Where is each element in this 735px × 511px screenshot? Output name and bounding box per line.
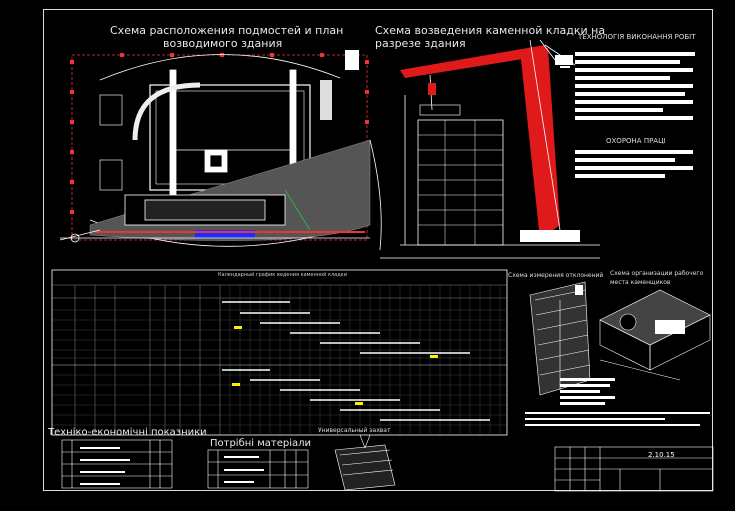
section-crane (369, 39, 600, 259)
title-block (554, 446, 714, 492)
schedule-title: Календарный график ведения каменной клад… (218, 272, 347, 278)
materials-table (207, 449, 309, 489)
site-plan (59, 50, 371, 247)
notes-block (525, 378, 710, 426)
workplace-title: Схема организации рабочего (610, 270, 704, 277)
workplace-scheme (599, 289, 711, 381)
tep-title: Техніко-економічні показники (48, 427, 207, 438)
schedule-highlights (232, 326, 438, 405)
grab-drawing (334, 434, 396, 491)
tep-table (61, 439, 173, 489)
drawing-frame (43, 9, 713, 491)
tech-text-block (560, 52, 695, 178)
tech-header: ТЕХНОЛОГІЯ ВИКОНАННЯ РОБІТ (578, 33, 696, 41)
grab-title: Универсальный захват (318, 427, 391, 434)
stamp-code: 2.10.15 (648, 451, 675, 459)
plan-title-line2: возводимого здания (163, 37, 283, 50)
plan-title: Схема расположения подмостей и план (110, 24, 344, 37)
schedule-bars (222, 301, 490, 421)
materials-title: Потрібні матеріали (210, 438, 312, 449)
section-title-line2: разрезе здания (375, 37, 466, 50)
safety-header: ОХОРОНА ПРАЦІ (606, 137, 666, 145)
workplace-title-line2: места каменщиков (610, 279, 671, 286)
deviation-title: Схема измерения отклонений (508, 272, 604, 279)
section-title: Схема возведения каменной кладки на (375, 24, 606, 37)
schedule-grid (52, 285, 507, 435)
